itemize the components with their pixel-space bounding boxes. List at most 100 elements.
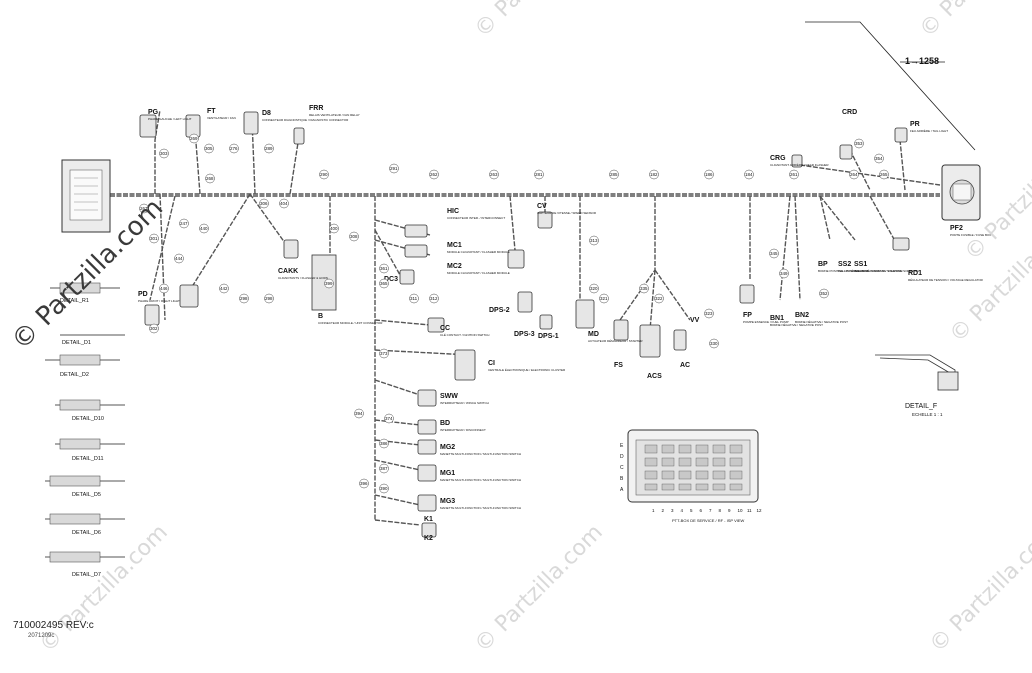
- wire-number-text: 365: [380, 281, 388, 286]
- wire-number-text: 289: [265, 146, 273, 151]
- connector-label-mg3: MG3: [440, 498, 455, 505]
- connector-desc-ss2: RELAIS DÉMARREUR / STARTING SOLENOID: [838, 268, 903, 273]
- wire-number-11: 285: [609, 169, 619, 180]
- wire-number-bubble: [849, 169, 859, 180]
- wire-number-bubble: [789, 169, 799, 180]
- wire-number-bubble: [219, 283, 229, 294]
- connector-desc-mg3: MANETTE MULTI-FONCTION / MULTI-FUNCTION …: [440, 506, 521, 510]
- wire-number-text: 373: [380, 351, 388, 356]
- wire-number-bubble: [159, 283, 169, 294]
- wire-number-37: 352: [819, 288, 829, 299]
- connector-desc-cakk: CLIGNOTANTS / FLASHER & HORN: [278, 276, 328, 280]
- wire-number-bubble: [359, 478, 369, 489]
- wire-number-bubble: [329, 223, 339, 234]
- connector-desc-md: ACTUATEUR DÉMARREUR / STARTER: [588, 338, 643, 343]
- connector-label-crg: CRG: [770, 155, 786, 162]
- connector-desc-bn2: BORNE NÉGATIVE / NEGATIVE POST: [795, 319, 848, 324]
- wire-number-27: 312: [429, 293, 439, 304]
- wire-number-bubble: [389, 163, 399, 174]
- wire-number-1: 247: [179, 218, 189, 229]
- wire-number-text: 184: [745, 172, 753, 177]
- connector-label-fs: FS: [614, 362, 623, 369]
- ecu-row-C: C: [620, 465, 624, 471]
- ecu-row-D: D: [620, 454, 624, 460]
- wire-number-text: 305: [205, 146, 213, 151]
- connector-label-dps-2: DPS-2: [489, 307, 510, 314]
- wire-number-bubble: [149, 233, 159, 244]
- wire-number-22: 303: [159, 148, 169, 159]
- wire-number-23: 305: [204, 143, 214, 154]
- wire-number-35: 345: [769, 248, 779, 259]
- connector-desc-bp: BORNE POSITIVE / POSITIVE POST: [818, 269, 869, 273]
- wire-number-bubble: [159, 148, 169, 159]
- wire-number-text: 394: [355, 411, 363, 416]
- wire-number-text: 386: [380, 441, 388, 446]
- wire-number-bubble: [259, 198, 269, 209]
- fuse-box-left: [61, 159, 111, 233]
- wire-number-text: 335: [640, 286, 648, 291]
- ecu-row-E: E: [620, 443, 624, 449]
- document-sub-reference: 2071209c: [28, 633, 55, 639]
- wire-number-45: 387: [379, 463, 389, 474]
- wire-number-21: 302: [149, 323, 159, 334]
- wire-number-39: 354: [874, 153, 884, 164]
- connector-desc-bd: INTERRUPTEUR / DISCONNECT: [440, 428, 486, 432]
- wire-number-bubble: [589, 283, 599, 294]
- wire-number-bubble: [354, 408, 364, 419]
- wire-number-text: 290: [320, 172, 328, 177]
- connector-label-fp: FP: [743, 312, 752, 319]
- connector-label-pd: PD: [138, 291, 148, 298]
- wire-number-bubble: [704, 308, 714, 319]
- wire-number-29: 320: [589, 283, 599, 294]
- wire-number-text: 440: [200, 226, 208, 231]
- connector-label-dps-1: DPS-1: [538, 333, 559, 340]
- wire-number-4: 276: [229, 143, 239, 154]
- wire-number-bubble: [589, 235, 599, 246]
- wire-number-17: 265: [879, 169, 889, 180]
- wire-number-bubble: [489, 169, 499, 180]
- wire-number-53: 442: [219, 283, 229, 294]
- wire-number-text: 444: [175, 256, 183, 261]
- connector-label-ss1: SS1: [854, 261, 867, 268]
- ecu-row-B: B: [620, 476, 624, 482]
- ecu-col-12: 12: [757, 508, 763, 513]
- wire-number-bubble: [205, 173, 215, 184]
- wire-number-bubble: [709, 338, 719, 349]
- wire-number-text: 276: [230, 146, 238, 151]
- ecu-col-11: 11: [747, 508, 752, 513]
- connector-label-cc: CC: [440, 325, 450, 332]
- wire-number-text: 263: [490, 172, 498, 177]
- wire-number-text: 268: [206, 176, 214, 181]
- connector-desc-sww: INTERRUPTEUR / WINCH SWITCH: [440, 401, 489, 405]
- connector-label-dps-3: DPS-3: [514, 331, 535, 338]
- connector-desc-mc1: MODULE CLIGNOTANT / FLASHER MODULE: [447, 250, 510, 254]
- wire-number-text: 322: [655, 296, 663, 301]
- connector-label-pg: PG: [148, 109, 159, 116]
- ecu-col-2: 2: [662, 508, 665, 513]
- wire-number-bubble: [649, 169, 659, 180]
- connector-label-bn2: BN2: [795, 312, 809, 319]
- wire-number-text: 387: [380, 466, 388, 471]
- connector-desc-frr: RELAIS VENTILATEUR / FAN RELAY: [309, 113, 360, 117]
- wire-number-32: 323: [704, 308, 714, 319]
- wire-number-36: 349: [779, 268, 789, 279]
- detail-labels: DETAIL_R1DETAIL_D1DETAIL_D2DETAIL_D10DET…: [60, 298, 104, 578]
- wire-number-text: 264: [850, 172, 858, 177]
- wire-number-text: 285: [610, 172, 618, 177]
- connector-label-mc2: MC2: [447, 263, 462, 270]
- wire-number-text: 247: [180, 221, 188, 226]
- wire-number-text: 262: [430, 172, 438, 177]
- connector-label-cakk: CAKK: [278, 268, 298, 275]
- connector-label-frr: FRR: [309, 105, 323, 112]
- wire-number-18: 298: [264, 293, 274, 304]
- connector-label-acs: ACS: [647, 373, 662, 380]
- wire-number-30: 321: [599, 293, 609, 304]
- wire-number-20: 301: [149, 233, 159, 244]
- connector-label-k2: K2: [424, 535, 433, 542]
- wire-number-bubble: [609, 169, 619, 180]
- wire-number-text: 323: [705, 311, 713, 316]
- wire-number-9: 263: [489, 169, 499, 180]
- wire-number-43: 374: [384, 413, 394, 424]
- reference-callout: 1→1258: [905, 56, 940, 66]
